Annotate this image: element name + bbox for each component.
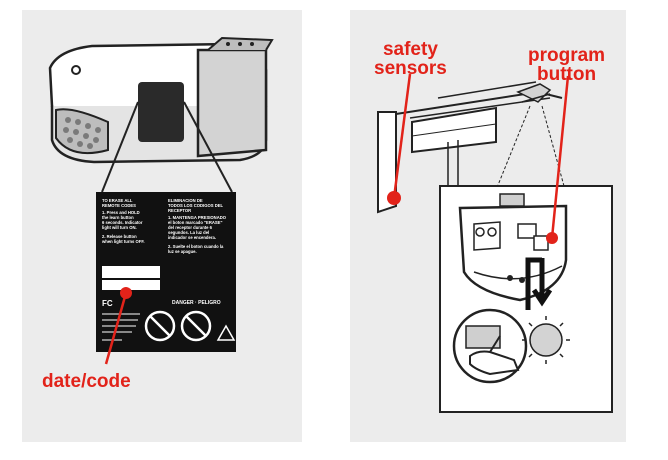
opener-motor-box — [196, 48, 268, 158]
step2-es-2: luz se apague. — [168, 249, 197, 254]
step2-en-2: when light turns OFF. — [101, 239, 145, 244]
safety-sensors-callout: safety sensors — [374, 40, 447, 78]
step1-en-2: the learn button — [102, 215, 134, 220]
step1-en-1: 1. Press and HOLD — [102, 210, 140, 215]
step1-es-3: del receptor durante 6 — [168, 225, 213, 230]
step1-es-5: indicador se encendera. — [168, 235, 216, 240]
step1-es-4: segundos. La luz del — [168, 230, 209, 235]
garage-door-panel: safety sensors program button — [350, 10, 626, 442]
date-code-box-1 — [102, 266, 160, 278]
program-callout-line2: button — [537, 64, 597, 85]
safety-callout-line1: safety — [382, 39, 438, 60]
step1-es-1: 1. MANTENGA PRESIONADO — [168, 215, 227, 220]
date-code-leader-line — [104, 292, 128, 365]
step1-en-3: 6 seconds. Indicator — [102, 220, 143, 225]
door-frame-post — [377, 111, 397, 214]
date-code-callout: date/code — [42, 371, 131, 392]
safety-callout-line2: sensors — [374, 58, 447, 79]
indicator-light-icon — [529, 323, 563, 357]
erase-heading-es-1: ELIMINACION DE — [168, 198, 203, 203]
warning-pictograms — [144, 310, 236, 342]
opener-lens-pattern — [63, 117, 101, 149]
program-button-callout: program button — [528, 46, 605, 84]
opener-unit-illustration: TO ERASE ALL REMOTE CODES 1. Press and H… — [48, 36, 274, 365]
danger-heading: DANGER · PELIGRO — [172, 300, 221, 306]
garage-door-illustration — [377, 73, 613, 413]
program-button-leader-line — [550, 75, 570, 239]
erase-heading-es-3: RECEPTOR — [168, 208, 191, 213]
housing-label-area — [138, 82, 184, 142]
step1-es-2: el boton marcado "ERASE" — [168, 220, 222, 225]
erase-heading-es-2: TODOS LOS CODIGOS DEL — [168, 203, 224, 208]
erase-heading-en-1: TO ERASE ALL — [102, 198, 133, 203]
step1-en-4: light will turn ON. — [102, 225, 137, 230]
step2-es-1: 2. Suelte el boton cuando la — [168, 244, 224, 249]
fcc-logo: FC — [102, 299, 113, 308]
program-callout-line1: program — [528, 45, 606, 66]
down-arrow-icon — [531, 258, 553, 307]
step2-en-1: 2. Release button — [102, 234, 137, 239]
date-code-box-2 — [102, 280, 160, 290]
safety-sensor-leader-line — [392, 73, 412, 199]
light-rays — [522, 316, 570, 364]
erase-heading-en-2: REMOTE CODES — [102, 203, 136, 208]
hand-icon — [469, 350, 520, 376]
opener-label-panel: TO ERASE ALL REMOTE CODES 1. Press and H… — [22, 10, 302, 442]
